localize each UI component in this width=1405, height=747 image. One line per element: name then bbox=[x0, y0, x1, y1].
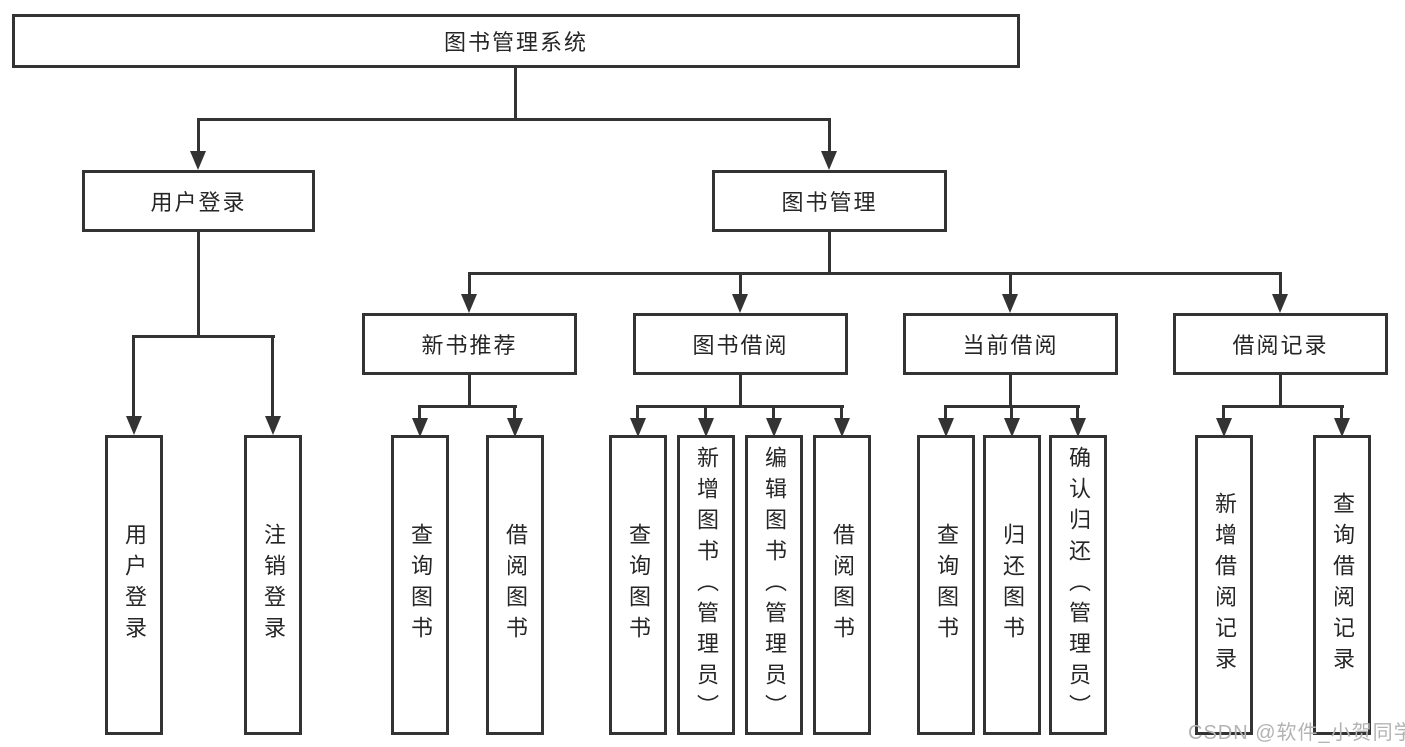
connector-line bbox=[197, 118, 831, 121]
connector-line bbox=[1009, 272, 1012, 298]
connector-line bbox=[513, 405, 516, 422]
connector-line bbox=[132, 335, 135, 420]
arrow-head bbox=[1004, 418, 1020, 437]
leaf-newbooks-borrow-books: 借阅图书 bbox=[486, 435, 544, 735]
arrow-head bbox=[1334, 418, 1350, 437]
connector-line bbox=[636, 405, 844, 408]
arrow-head bbox=[265, 416, 281, 435]
leaf-label: 用户登录 bbox=[122, 523, 147, 647]
leaf-label: 借阅图书 bbox=[830, 523, 855, 647]
connector-line bbox=[1010, 405, 1013, 422]
arrow-head bbox=[821, 151, 837, 170]
node-new-book-recommend: 新书推荐 bbox=[362, 313, 577, 375]
leaf-label: 确认归还（管理员） bbox=[1066, 445, 1091, 725]
arrow-head bbox=[507, 418, 523, 437]
connector-line bbox=[468, 375, 471, 405]
node-label: 借阅记录 bbox=[1232, 333, 1329, 358]
connector-line bbox=[1279, 272, 1282, 298]
leaf-label: 查询图书 bbox=[626, 523, 651, 647]
node-label: 图书管理系统 bbox=[443, 30, 588, 55]
leaf-current-query-books: 查询图书 bbox=[917, 435, 975, 735]
leaf-logout: 注销登录 bbox=[244, 435, 302, 735]
connector-line bbox=[271, 335, 274, 420]
leaf-label: 新增图书（管理员） bbox=[694, 445, 719, 725]
arrow-head bbox=[412, 418, 428, 437]
connector-line bbox=[418, 405, 517, 408]
leaf-label: 编辑图书（管理员） bbox=[762, 445, 787, 725]
arrow-head bbox=[190, 151, 206, 170]
connector-line bbox=[840, 405, 843, 422]
connector-line bbox=[1076, 405, 1079, 422]
leaf-newbooks-query-books: 查询图书 bbox=[391, 435, 449, 735]
connector-line bbox=[197, 118, 200, 155]
node-book-borrowing: 图书借阅 bbox=[633, 313, 848, 375]
connector-line bbox=[944, 405, 947, 422]
node-label: 用户登录 bbox=[150, 190, 247, 215]
connector-line bbox=[418, 405, 421, 422]
connector-line bbox=[772, 405, 775, 422]
arrow-head bbox=[766, 418, 782, 437]
leaf-label: 注销登录 bbox=[261, 523, 286, 647]
leaf-borrowing-borrow-books: 借阅图书 bbox=[813, 435, 871, 735]
connector-line bbox=[739, 375, 742, 405]
connector-line bbox=[1222, 405, 1344, 408]
connector-line bbox=[828, 118, 831, 155]
arrow-head bbox=[1272, 294, 1288, 313]
connector-line bbox=[739, 272, 742, 298]
connector-line bbox=[1222, 405, 1225, 422]
leaf-records-add-record: 新增借阅记录 bbox=[1195, 435, 1253, 735]
leaf-label: 查询图书 bbox=[408, 523, 433, 647]
connector-line bbox=[197, 232, 200, 335]
connector-line bbox=[704, 405, 707, 422]
arrow-head bbox=[461, 294, 477, 313]
connector-line bbox=[468, 272, 1282, 275]
arrow-head bbox=[1070, 418, 1086, 437]
connector-line bbox=[828, 232, 831, 272]
node-user-login: 用户登录 bbox=[82, 170, 315, 232]
leaf-borrowing-add-books-admin: 新增图书（管理员） bbox=[677, 435, 735, 735]
arrow-head bbox=[630, 418, 646, 437]
leaf-user-login: 用户登录 bbox=[105, 435, 163, 735]
arrow-head bbox=[1002, 294, 1018, 313]
node-borrowing-records: 借阅记录 bbox=[1173, 313, 1388, 375]
arrow-head bbox=[938, 418, 954, 437]
arrow-head bbox=[732, 294, 748, 313]
connector-line bbox=[1340, 405, 1343, 422]
connector-line bbox=[468, 272, 471, 298]
connector-line bbox=[1279, 375, 1282, 405]
connector-line bbox=[636, 405, 639, 422]
node-label: 当前借阅 bbox=[962, 333, 1059, 358]
arrow-head bbox=[698, 418, 714, 437]
arrow-head bbox=[126, 416, 142, 435]
connector-line bbox=[132, 335, 275, 338]
node-label: 图书管理 bbox=[781, 190, 878, 215]
leaf-current-confirm-return-admin: 确认归还（管理员） bbox=[1049, 435, 1107, 735]
leaf-borrowing-edit-books-admin: 编辑图书（管理员） bbox=[745, 435, 803, 735]
leaf-label: 新增借阅记录 bbox=[1212, 492, 1237, 678]
leaf-label: 归还图书 bbox=[1000, 523, 1025, 647]
node-label: 新书推荐 bbox=[421, 333, 518, 358]
node-library-system: 图书管理系统 bbox=[12, 14, 1020, 68]
leaf-borrowing-query-books: 查询图书 bbox=[609, 435, 667, 735]
csdn-watermark: CSDN @软件_小贺同学 bbox=[1188, 722, 1405, 744]
connector-line bbox=[514, 68, 517, 118]
leaf-records-query-record: 查询借阅记录 bbox=[1313, 435, 1371, 735]
arrow-head bbox=[834, 418, 850, 437]
leaf-current-return-books: 归还图书 bbox=[983, 435, 1041, 735]
leaf-label: 查询图书 bbox=[934, 523, 959, 647]
arrow-head bbox=[1216, 418, 1232, 437]
node-label: 图书借阅 bbox=[692, 333, 789, 358]
leaf-label: 借阅图书 bbox=[503, 523, 528, 647]
node-current-borrowing: 当前借阅 bbox=[903, 313, 1118, 375]
connector-line bbox=[1009, 375, 1012, 405]
leaf-label: 查询借阅记录 bbox=[1330, 492, 1355, 678]
node-book-management: 图书管理 bbox=[712, 170, 947, 232]
